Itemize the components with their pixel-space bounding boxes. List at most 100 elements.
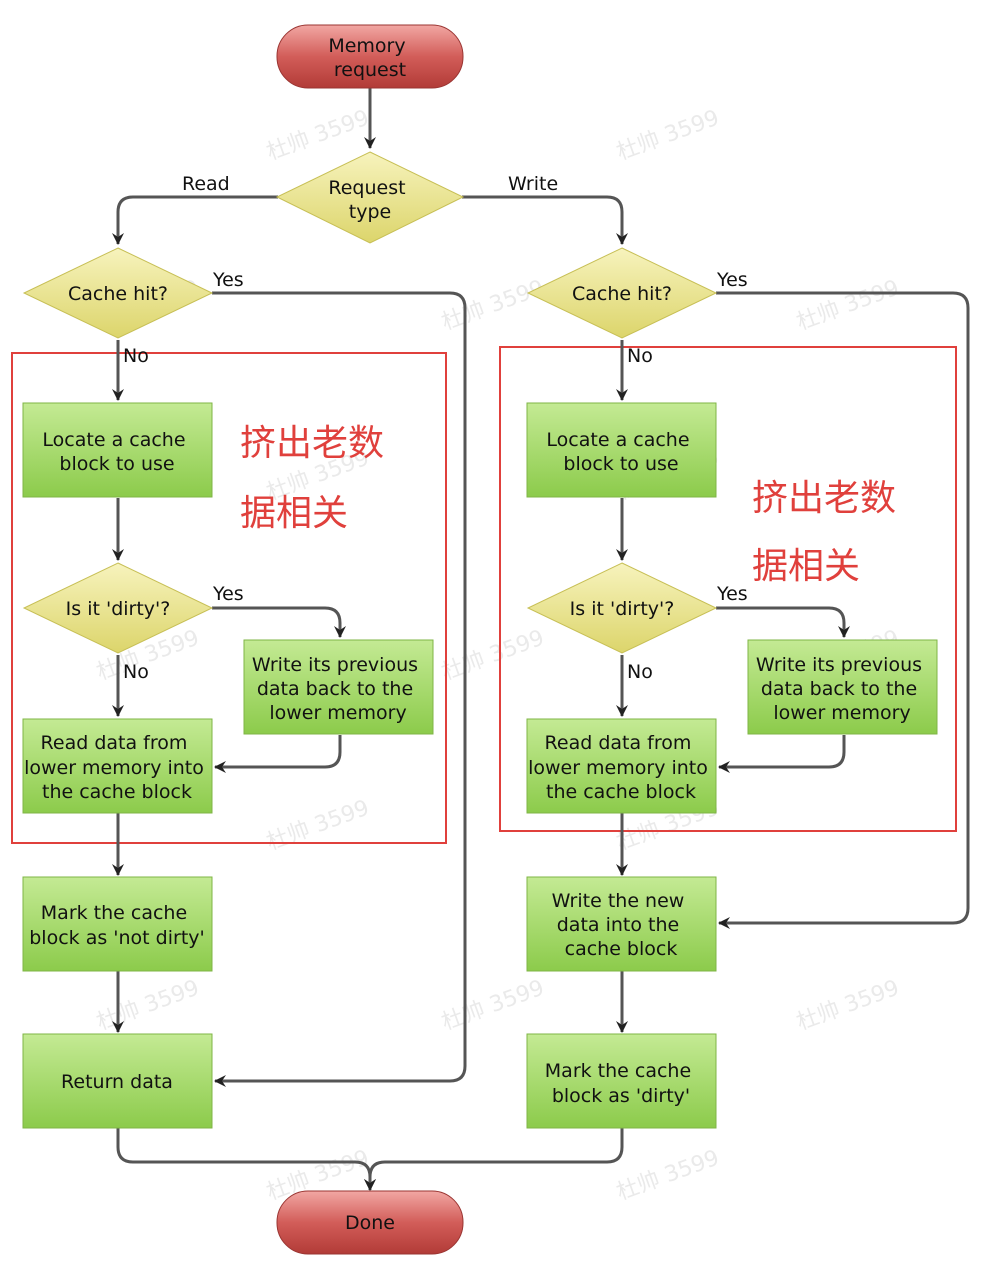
write-writeback-line-1: Write its previous xyxy=(756,654,922,676)
svg-text:Write the new data into: Write the new data into the cache block xyxy=(552,890,691,960)
read-writeback-line-2: data back to the xyxy=(257,678,413,700)
write-mark-line-2: block as 'dirty' xyxy=(552,1085,690,1107)
annotation-read-line-1: 挤出老数 xyxy=(240,423,384,464)
svg-text:Read data from lower mem: Read data from lower memory into the cac… xyxy=(528,732,714,803)
write-readdata-line-2: lower memory into xyxy=(528,757,708,779)
read-return-line-1: Return data xyxy=(61,1071,173,1093)
done-node-line-1: Done xyxy=(345,1212,395,1234)
read-cache-hit-decision: Cache hit? xyxy=(22,247,214,339)
write-newdata-box: Write the new data into the cache block xyxy=(526,876,717,972)
edge-write-dirty-yes xyxy=(716,606,850,638)
svg-text:Is it 'dirty'?: Is it 'dirty'? xyxy=(66,598,171,620)
request-type-decision: Request type xyxy=(275,151,465,244)
read-return-box: Return data xyxy=(22,1033,213,1129)
label-read-dirty-no: No xyxy=(123,661,149,683)
read-writeback-line-1: Write its previous xyxy=(252,654,418,676)
write-cache-hit-decision: Cache hit? xyxy=(526,247,718,339)
watermark-15: 杜帅 3599 xyxy=(794,976,903,1036)
annotation-read: 挤出老数 据相关 xyxy=(240,423,395,534)
read-mark-line-2: block as 'not dirty' xyxy=(29,927,204,949)
write-mark-line-1: Mark the cache xyxy=(545,1060,691,1082)
read-locate-line-2: block to use xyxy=(59,453,174,475)
annotation-read-line-2: 据相关 xyxy=(240,493,348,534)
annotation-write-line-1: 挤出老数 xyxy=(752,478,896,519)
watermark-1: 杜帅 3599 xyxy=(264,106,373,166)
read-readdata-box: Read data from lower memory into the cac… xyxy=(22,718,213,814)
label-write-dirty-yes: Yes xyxy=(716,583,748,605)
svg-text:Return data: Return data xyxy=(61,1071,173,1093)
write-cache-hit-line-1: Cache hit? xyxy=(572,283,672,305)
read-readdata-line-2: lower memory into xyxy=(24,757,204,779)
watermark-11: 杜帅 3599 xyxy=(264,796,373,856)
read-readdata-line-1: Read data from xyxy=(41,732,188,754)
svg-text:Write its previous data: Write its previous data back to the lowe… xyxy=(756,654,928,724)
watermark-14: 杜帅 3599 xyxy=(439,976,548,1036)
annotation-write-line-2: 据相关 xyxy=(752,546,860,587)
write-writeback-line-3: lower memory xyxy=(773,702,910,724)
read-mark-box: Mark the cache block as 'not dirty' xyxy=(22,876,213,972)
svg-text:Locate a cache block to: Locate a cache block to use xyxy=(546,429,695,475)
annotation-write: 挤出老数 据相关 xyxy=(752,478,907,587)
edge-read-return-to-done xyxy=(116,1128,376,1191)
start-node-line-2: request xyxy=(334,59,406,81)
watermark-4: 杜帅 3599 xyxy=(439,276,548,336)
label-read-hit-yes: Yes xyxy=(212,269,244,291)
edge-read-dirty-yes xyxy=(212,606,346,638)
svg-text:Request type: Request type xyxy=(328,177,411,223)
edge-read-hit-yes xyxy=(212,291,467,1087)
watermark-2: 杜帅 3599 xyxy=(614,106,723,166)
label-write-dirty-no: No xyxy=(627,661,653,683)
watermark-13: 杜帅 3599 xyxy=(94,976,203,1036)
write-dirty-line-1: Is it 'dirty'? xyxy=(570,598,675,620)
svg-text:Write its previous data: Write its previous data back to the lowe… xyxy=(252,654,424,724)
label-read-dirty-yes: Yes xyxy=(212,583,244,605)
write-writeback-box: Write its previous data back to the lowe… xyxy=(747,639,938,735)
label-write-hit-yes: Yes xyxy=(716,269,748,291)
write-newdata-line-3: cache block xyxy=(565,938,678,960)
edge-write-hit-yes xyxy=(716,291,970,929)
svg-text:Cache hit?: Cache hit? xyxy=(572,283,672,305)
read-readdata-line-3: the cache block xyxy=(42,781,192,803)
read-dirty-decision: Is it 'dirty'? xyxy=(22,562,214,654)
watermark-5: 杜帅 3599 xyxy=(794,276,903,336)
svg-text:Locate a cache block to: Locate a cache block to use xyxy=(42,429,191,475)
label-write-hit-no: No xyxy=(627,345,653,367)
read-cache-hit-line-1: Cache hit? xyxy=(68,283,168,305)
write-writeback-line-2: data back to the xyxy=(761,678,917,700)
request-type-line-2: type xyxy=(349,201,391,223)
edge-read-writeback-to-readdata xyxy=(214,735,342,773)
request-type-line-1: Request xyxy=(328,177,405,199)
svg-text:Mark the cache block as: Mark the cache block as 'dirty' xyxy=(545,1060,697,1107)
write-dirty-decision: Is it 'dirty'? xyxy=(526,562,718,654)
read-locate-line-1: Locate a cache xyxy=(42,429,185,451)
highlight-box-write xyxy=(499,346,957,832)
svg-text:Memory request: Memory request xyxy=(328,35,411,81)
start-node-line-1: Memory xyxy=(328,35,405,57)
label-write: Write xyxy=(508,173,558,195)
svg-text:Mark the cache block as: Mark the cache block as 'not dirty' xyxy=(29,902,204,949)
write-mark-box: Mark the cache block as 'dirty' xyxy=(526,1033,717,1129)
write-readdata-line-1: Read data from xyxy=(545,732,692,754)
watermark-17: 杜帅 3599 xyxy=(614,1146,723,1206)
write-readdata-line-3: the cache block xyxy=(546,781,696,803)
read-locate-box: Locate a cache block to use xyxy=(22,402,213,498)
edge-write-writeback-to-readdata xyxy=(718,735,846,773)
label-read-hit-no: No xyxy=(123,345,149,367)
write-locate-box: Locate a cache block to use xyxy=(526,402,717,498)
start-node: Memory request xyxy=(276,24,464,89)
svg-text:Is it 'dirty'?: Is it 'dirty'? xyxy=(570,598,675,620)
read-writeback-box: Write its previous data back to the lowe… xyxy=(243,639,434,735)
edges xyxy=(112,88,970,1191)
read-dirty-line-1: Is it 'dirty'? xyxy=(66,598,171,620)
read-mark-line-1: Mark the cache xyxy=(41,902,187,924)
svg-text:Done: Done xyxy=(345,1212,395,1234)
done-node: Done xyxy=(276,1190,464,1255)
write-newdata-line-2: data into the xyxy=(557,914,679,936)
read-writeback-line-3: lower memory xyxy=(269,702,406,724)
write-locate-line-1: Locate a cache xyxy=(546,429,689,451)
label-read: Read xyxy=(182,173,230,195)
write-newdata-line-1: Write the new xyxy=(552,890,685,912)
svg-text:Read data from lower mem: Read data from lower memory into the cac… xyxy=(24,732,210,803)
watermark-9: 杜帅 3599 xyxy=(439,626,548,686)
